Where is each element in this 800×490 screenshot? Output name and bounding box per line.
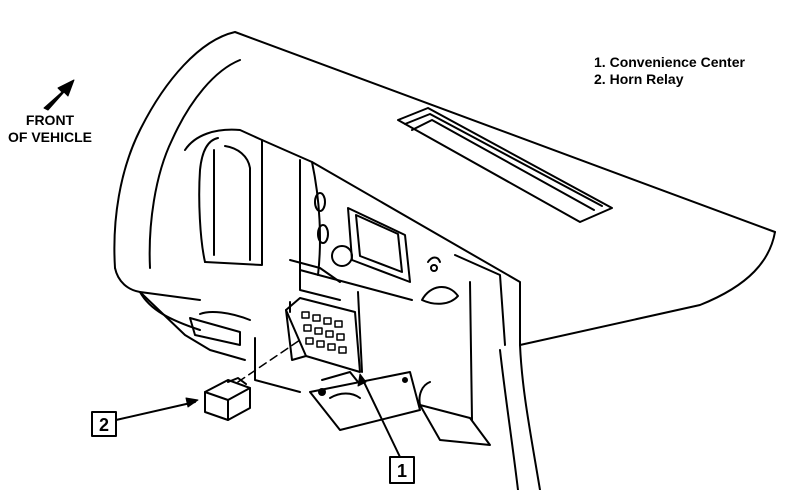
legend-label: Horn Relay xyxy=(609,71,684,87)
legend-item: 1. Convenience Center xyxy=(594,54,745,71)
callout-horn-relay-number: 2 xyxy=(99,415,109,435)
convenience-center-fuses xyxy=(301,311,347,354)
horn-relay xyxy=(204,377,251,421)
legend-item: 2. Horn Relay xyxy=(594,71,745,88)
legend-number: 2. xyxy=(594,71,606,87)
parts-legend: 1. Convenience Center 2. Horn Relay xyxy=(594,54,745,88)
callout-convenience-center: 1 xyxy=(357,373,415,484)
front-label-line2: OF VEHICLE xyxy=(7,129,92,145)
legend-number: 1. xyxy=(594,54,606,70)
front-of-vehicle-label: FRONT OF VEHICLE xyxy=(0,112,100,146)
install-guide-line xyxy=(237,339,301,383)
legend-label: Convenience Center xyxy=(609,54,745,70)
front-label-line1: FRONT xyxy=(25,112,75,128)
dashboard-panel xyxy=(113,31,776,490)
convenience-center xyxy=(285,291,363,373)
arrow-up-right-icon xyxy=(43,79,75,111)
callout-horn-relay: 2 xyxy=(91,397,199,437)
callout-convenience-center-number: 1 xyxy=(397,461,407,481)
